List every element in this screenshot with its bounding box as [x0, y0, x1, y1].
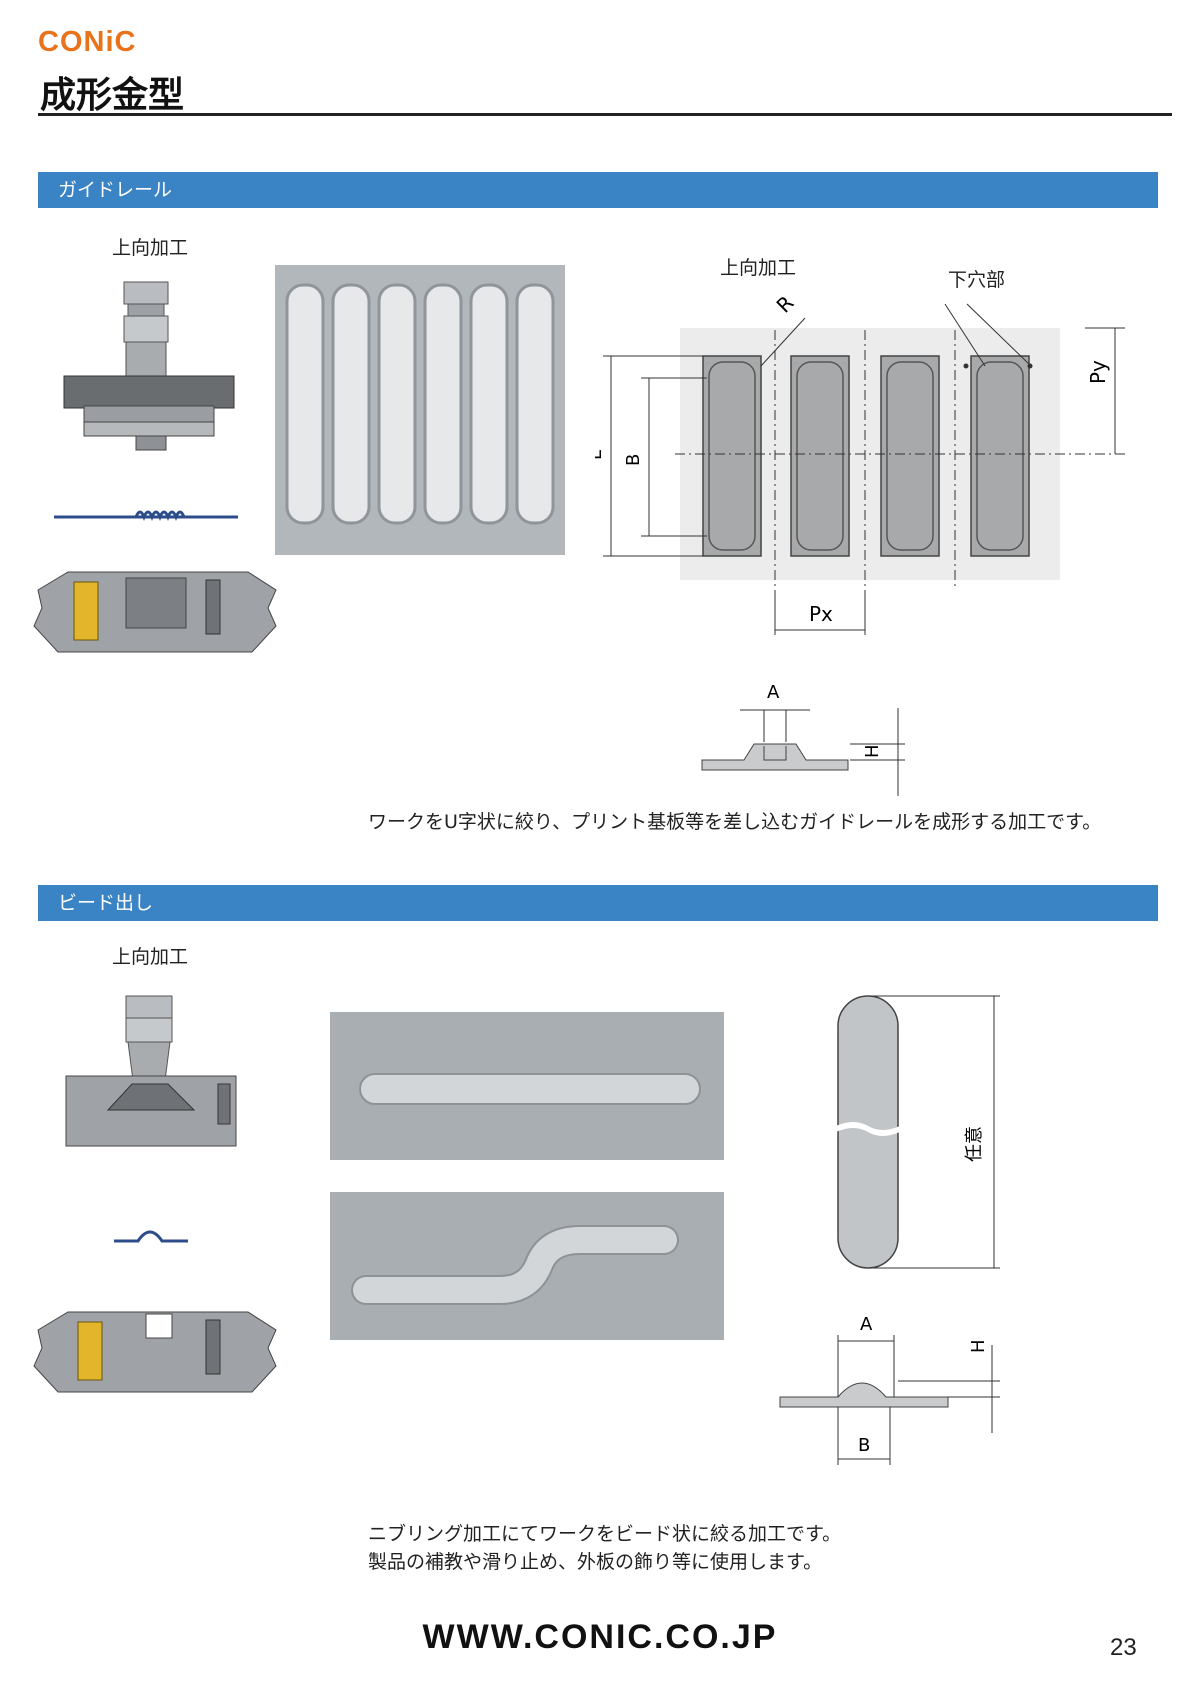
drawing-upward-label: 上向加工	[720, 257, 797, 279]
guide-rail-cross-section: A H	[701, 682, 905, 796]
section-heading-bead: ビード出し	[38, 885, 1158, 921]
bead-curved-sample-photo	[330, 1192, 724, 1340]
guide-rail-strip-profile	[54, 510, 238, 522]
guide-rail-description: ワークをU字状に絞り、プリント基板等を差し込むガイドレールを成形する加工です。	[368, 811, 1102, 833]
bead-strip-profile	[114, 1230, 188, 1243]
upward-processing-label: 上向加工	[112, 237, 189, 259]
guide-rail-dimension-drawing: L B Px Py R	[595, 291, 1125, 635]
dim-a: A	[767, 682, 780, 703]
bead-die-illustration	[33, 1311, 277, 1393]
title-divider	[38, 113, 1172, 116]
upward-processing-label-2: 上向加工	[112, 946, 189, 968]
dim-arbitrary: 任意	[964, 1126, 985, 1162]
guide-rail-sample-photo	[275, 265, 565, 555]
dim-b-2: B	[858, 1435, 870, 1456]
dim-h-2: H	[968, 1339, 989, 1353]
footer-url[interactable]: WWW.CONIC.CO.JP	[422, 1618, 778, 1656]
bead-cross-section: A H B	[779, 1314, 1000, 1465]
section-heading-guide-rail: ガイドレール	[38, 172, 1158, 208]
bead-description-line-2: 製品の補教や滑り止め、外板の飾り等に使用します。	[368, 1551, 823, 1573]
dim-r: R	[772, 291, 799, 318]
dim-a-2: A	[860, 1314, 873, 1335]
dim-h: H	[862, 744, 883, 758]
dim-b: B	[623, 454, 644, 466]
bead-description: ニブリング加工にてワークをビード状に絞る加工です。 製品の補教や滑り止め、外板の…	[368, 1520, 841, 1576]
bead-plan-drawing: 任意	[836, 995, 1000, 1269]
bead-tool-illustration	[65, 995, 237, 1147]
dim-l: L	[595, 450, 606, 460]
bead-straight-sample-photo	[330, 1012, 724, 1160]
page-title: 成形金型	[40, 75, 185, 116]
dim-py: Py	[1086, 360, 1110, 384]
pilot-hole-label: 下穴部	[948, 269, 1006, 291]
guide-rail-die-illustration	[33, 571, 277, 653]
dim-px: Px	[809, 602, 833, 626]
page-number: 23	[1110, 1634, 1137, 1661]
bead-description-line-1: ニブリング加工にてワークをビード状に絞る加工です。	[368, 1523, 842, 1545]
guide-rail-tool-illustration	[63, 281, 235, 451]
brand-logo: CONiC	[38, 26, 137, 58]
